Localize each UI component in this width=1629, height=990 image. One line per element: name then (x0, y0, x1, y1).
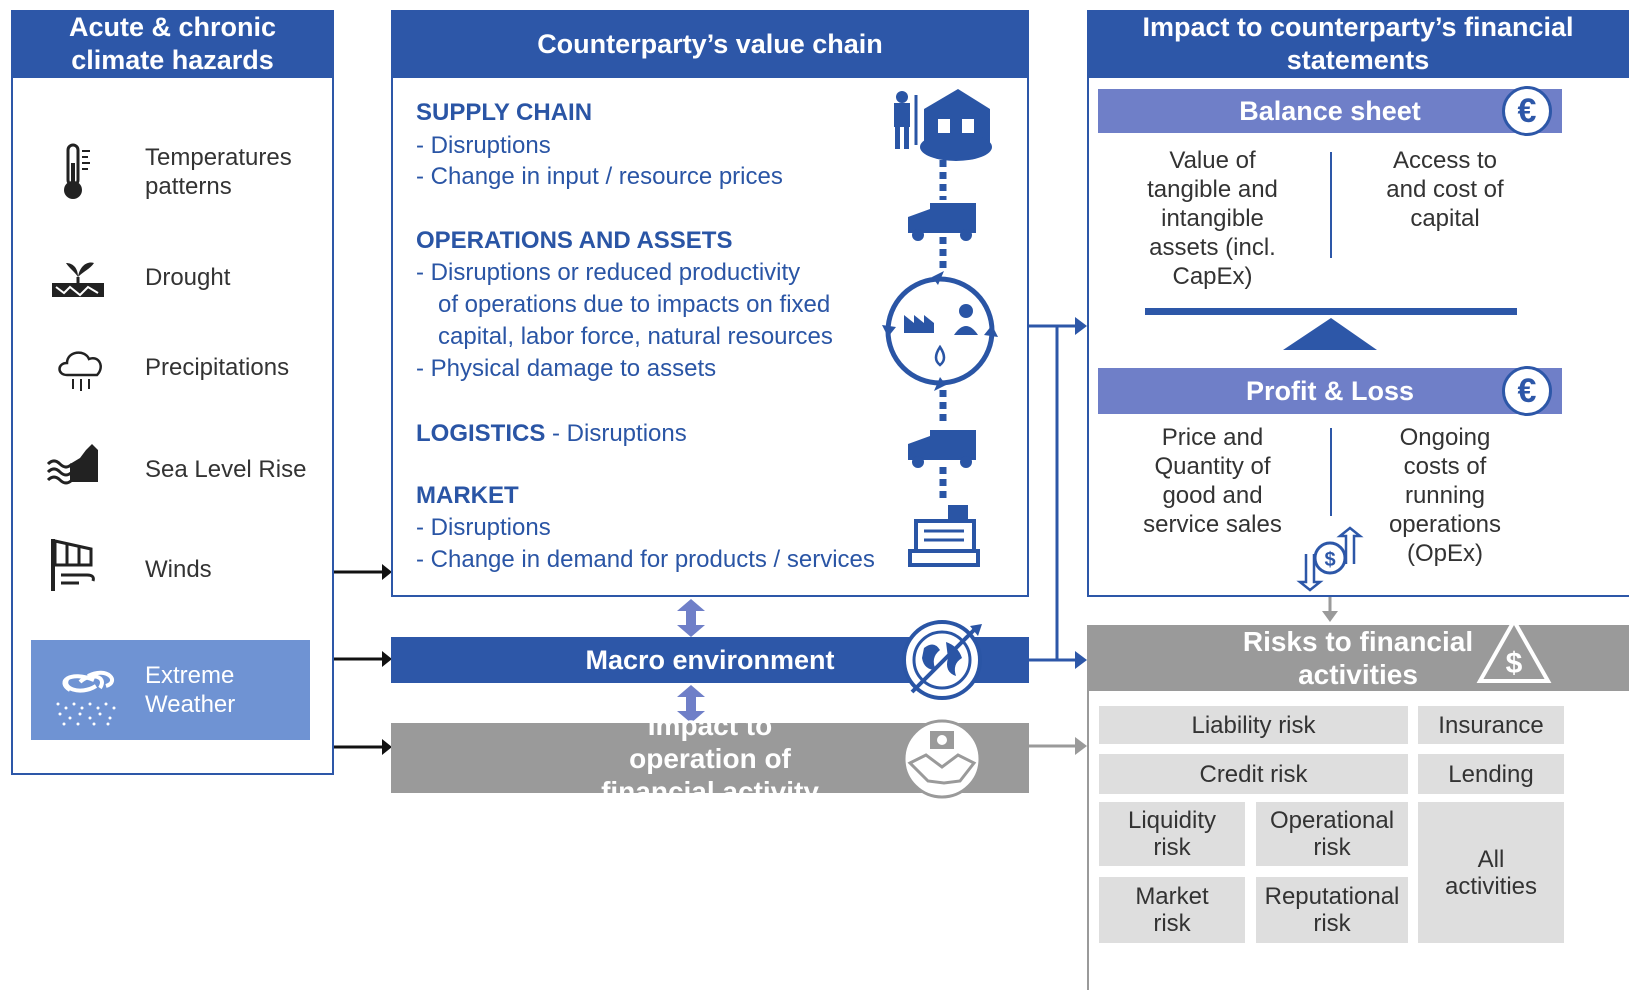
liability-risk-cell: Liability risk (1099, 706, 1408, 744)
windsock-icon (47, 535, 99, 593)
sea-level-icon (46, 440, 100, 485)
logistics-title: LOGISTICS (416, 420, 546, 447)
handshake-icon (902, 719, 982, 799)
balance-sheet-title: Balance sheet (1098, 89, 1562, 133)
rain-cloud-icon (55, 345, 107, 395)
reputational-risk-cell: Reputational risk (1256, 877, 1408, 943)
value-chain-icons (882, 89, 998, 567)
supply-chain-bullet-2: - Change in input / resource prices (416, 163, 783, 190)
value-chain-header: Counterparty’s value chain (391, 10, 1029, 78)
profit-loss-left: Price and Quantity of good and service s… (1143, 424, 1282, 538)
svg-text:$: $ (1324, 549, 1335, 571)
market-risk-cell: Market risk (1099, 877, 1245, 943)
operations-bullet-1: - Disruptions or reduced productivity (416, 259, 801, 286)
market-title: MARKET (416, 482, 519, 509)
all-activities-cell: All activities (1418, 802, 1564, 943)
risks-panel (1087, 625, 1089, 990)
logistics-line: LOGISTICS - Disruptions (416, 418, 687, 450)
hazard-label-temperatures: Temperatures patterns (145, 144, 292, 200)
hazard-arrows (334, 564, 392, 755)
operations-title: OPERATIONS AND ASSETS (416, 227, 733, 254)
balance-sheet-left: Value of tangible and intangible assets … (1147, 147, 1278, 290)
supply-chain-bullet-1: - Disruptions (416, 132, 551, 159)
hazard-label-sea-level: Sea Level Rise (145, 456, 307, 483)
farm-icon (894, 89, 992, 161)
hazards-header: Acute & chronic climate hazards (11, 10, 334, 78)
hazard-label-drought: Drought (145, 264, 231, 291)
insurance-cell: Insurance (1418, 706, 1564, 744)
double-arrow-1 (677, 599, 705, 637)
scale-icon (1145, 308, 1517, 350)
svg-text:$: $ (1506, 647, 1523, 680)
globe-icon (902, 620, 982, 700)
down-arrow (1322, 597, 1338, 622)
cash-register-icon (908, 505, 980, 567)
double-arrow-2 (677, 685, 705, 723)
profit-loss-divider (1330, 428, 1332, 516)
euro-icon-balance: € (1502, 86, 1552, 136)
thermometer-icon (58, 143, 98, 201)
euro-icon-profit: € (1502, 366, 1552, 416)
hurricane-icon (50, 652, 126, 728)
profit-loss-title: Profit & Loss (1098, 368, 1562, 414)
warning-dollar-icon: $ (1476, 616, 1552, 683)
balance-sheet-divider (1330, 152, 1332, 258)
operations-bullet-1b: of operations due to impacts on fixed (438, 291, 831, 318)
logistics-suffix: - Disruptions (545, 420, 687, 447)
hazard-label-precipitations: Precipitations (145, 354, 290, 381)
hazard-label-winds: Winds (145, 556, 212, 583)
credit-risk-cell: Credit risk (1099, 754, 1408, 794)
market-bullet-2: - Change in demand for products / servic… (416, 546, 875, 573)
hazard-label-extreme-weather: Extreme Weather (145, 662, 236, 718)
balance-sheet-right: Access to and cost of capital (1386, 147, 1504, 232)
truck-icon-1 (908, 203, 976, 241)
drought-icon (50, 257, 106, 299)
operations-cycle-icon (882, 271, 998, 391)
supply-chain-title: SUPPLY CHAIN (416, 99, 593, 126)
market-bullet-1: - Disruptions (416, 514, 551, 541)
lending-cell: Lending (1418, 754, 1564, 794)
profit-loss-right: Ongoing costs of running operations (OpE… (1388, 424, 1502, 567)
right-connectors (1029, 317, 1087, 755)
financial-statements-header: Impact to counterparty’s financial state… (1087, 10, 1629, 78)
operational-risk-cell: Operational risk (1256, 802, 1408, 866)
operations-bullet-2: - Physical damage to assets (416, 355, 717, 382)
truck-icon-2 (908, 430, 976, 468)
operations-bullet-1c: capital, labor force, natural resources (438, 323, 833, 350)
liquidity-risk-cell: Liquidity risk (1099, 802, 1245, 866)
dollar-cycle-icon: $ (1296, 526, 1364, 592)
